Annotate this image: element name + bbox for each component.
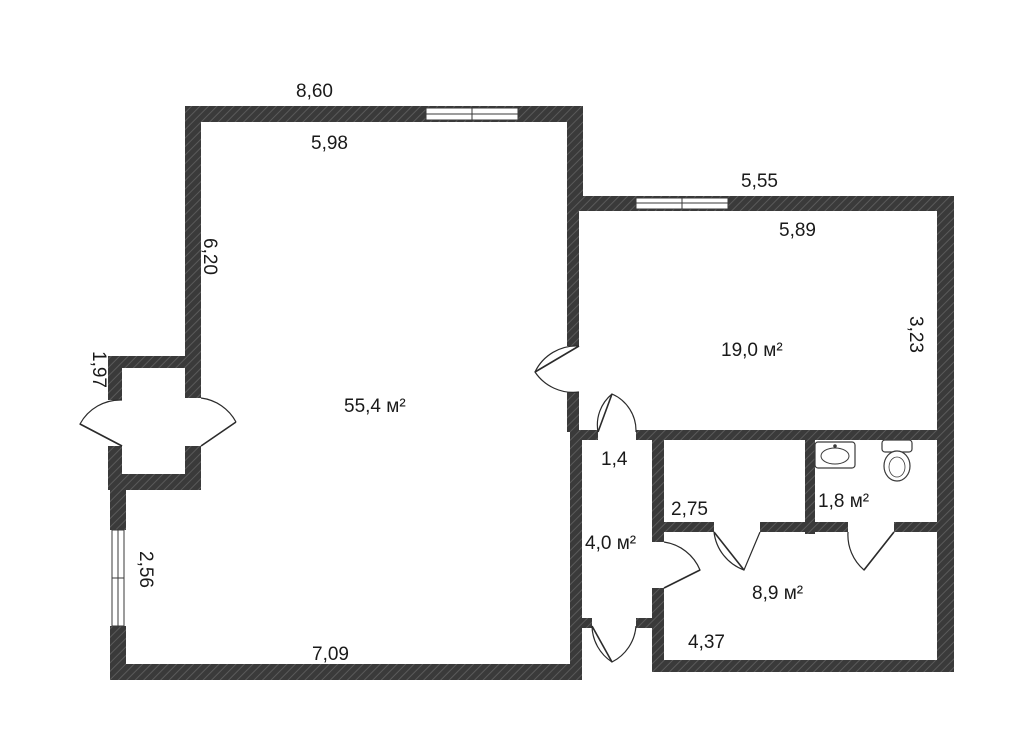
- doors: [79, 345, 895, 663]
- wall-corridor-bottom-b: [636, 618, 664, 628]
- room-area-main-hall: 55,4 м²: [344, 396, 406, 417]
- wall-vestibule-top: [108, 356, 201, 368]
- door-icon: [596, 393, 637, 433]
- door-icon: [591, 625, 637, 663]
- toilet-icon: [881, 439, 913, 482]
- wall-top-main: [185, 106, 583, 122]
- sink-icon: [814, 441, 856, 469]
- wall-vestibule-bottom: [108, 474, 201, 490]
- wall-right-top: [567, 196, 954, 211]
- door-icon: [847, 531, 895, 571]
- wall-left-upper: [185, 106, 201, 398]
- wall-vestibule-left-top: [108, 356, 122, 400]
- wall-mid-horizontal-a: [570, 430, 598, 440]
- room-area-right-room: 19,0 м²: [721, 340, 783, 361]
- window-icon: [635, 197, 729, 210]
- wall-corridor-bottom: [570, 618, 592, 628]
- walls: [108, 106, 954, 680]
- dimension-right-side: 3,23: [904, 316, 926, 353]
- door-icon: [663, 541, 701, 589]
- dimension-bottom: 7,09: [312, 644, 349, 665]
- wall-main-right-top: [567, 106, 583, 206]
- room-area-bathroom: 1,8 м²: [818, 491, 870, 512]
- wall-storage-bottom-a: [652, 522, 714, 532]
- window-icon: [425, 107, 519, 121]
- wall-main-right-lower: [567, 392, 579, 432]
- dimension-right-top-outer: 5,55: [741, 171, 778, 192]
- wall-mid-horizontal-b: [636, 430, 954, 440]
- fixtures: [814, 439, 913, 482]
- wall-storage-bottom-c: [894, 522, 954, 532]
- dimension-right-top-inner: 5,89: [779, 220, 816, 241]
- dimension-top-inner: 5,98: [311, 133, 348, 154]
- wall-left-lower-a: [110, 480, 126, 530]
- wall-vestibule-left-bottom: [108, 446, 122, 480]
- windows: [111, 107, 729, 627]
- dimension-storage-width: 2,75: [671, 499, 708, 520]
- wall-bath-left: [805, 430, 815, 534]
- wall-corridor-left: [570, 430, 582, 680]
- wall-storage-bottom-b: [760, 522, 848, 532]
- dimension-top-outer: 8,60: [296, 81, 333, 102]
- dimension-vestibule: 1,97: [87, 351, 109, 388]
- dimension-bottom-right: 4,37: [688, 632, 725, 653]
- room-area-corridor: 4,0 м²: [585, 533, 637, 554]
- door-icon: [534, 345, 580, 393]
- wall-bottom-right: [652, 660, 954, 672]
- wall-main-right: [567, 200, 579, 346]
- window-icon: [111, 529, 125, 627]
- wall-bottom: [110, 664, 582, 680]
- dimension-corridor-width: 1,4: [601, 449, 628, 470]
- door-icon: [713, 531, 761, 571]
- door-icon: [79, 399, 123, 447]
- dimension-left-upper: 6,20: [198, 238, 220, 275]
- room-area-bottom-right: 8,9 м²: [752, 583, 804, 604]
- wall-corridor-right-bottom: [652, 588, 664, 670]
- wall-corridor-right-top: [652, 430, 664, 542]
- dimension-left-lower: 2,56: [134, 551, 156, 588]
- door-icon: [200, 397, 237, 447]
